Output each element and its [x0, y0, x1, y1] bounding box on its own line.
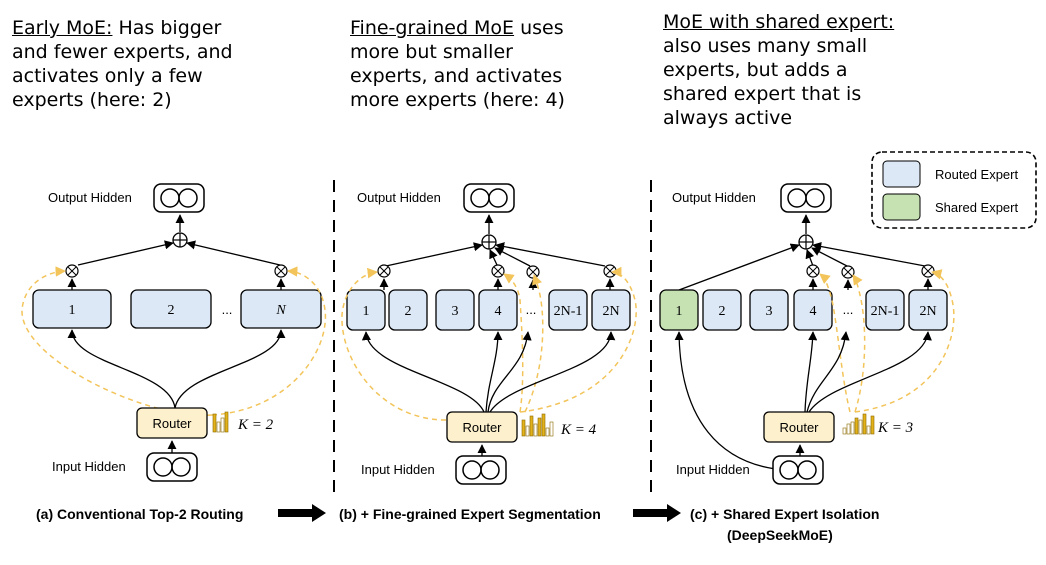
expert-ellipsis: ... [222, 302, 233, 317]
expert-box [435, 289, 475, 331]
expert-label: 4 [810, 304, 817, 319]
gate-node [841, 265, 855, 279]
expert-label: 2N-1 [871, 304, 900, 319]
output-hidden-label: Output Hidden [672, 190, 756, 205]
output-hidden-label: Output Hidden [357, 190, 441, 205]
expert-label: 1 [676, 304, 683, 319]
expert-box [865, 289, 905, 331]
gate-node [274, 264, 288, 278]
panel-b: Output Hidden 1 2 3 4 2N-1 2N ... Router K = … [341, 183, 637, 485]
expert-ellipsis: ... [843, 302, 854, 317]
k-label: K = 4 [560, 422, 597, 438]
expert-box [346, 289, 386, 331]
expert-box [908, 289, 948, 331]
expert-label: 2 [405, 304, 412, 319]
expert-label: 2N [919, 304, 936, 319]
expert-box [478, 289, 518, 331]
panel-a: Output Hidden 1 2 ... N [21, 183, 327, 482]
expert-label: 2 [168, 303, 175, 318]
expert-box [793, 289, 833, 331]
caption-b: (b) + Fine-grained Expert Segmentation [339, 506, 601, 522]
expert-box [32, 289, 112, 329]
expert-label: N [275, 303, 286, 318]
router-label: Router [152, 416, 192, 431]
gate-node [603, 264, 617, 278]
caption-c-sub: (DeepSeekMoE) [727, 527, 833, 543]
expert-label: 1 [69, 303, 76, 318]
expert-label: 2 [719, 304, 726, 319]
expert-box [749, 289, 789, 331]
expert-box [702, 289, 742, 331]
gate-node [491, 264, 505, 278]
expert-label: 3 [452, 304, 459, 319]
legend-routed-swatch [882, 160, 921, 188]
k-label: K = 2 [237, 417, 274, 433]
panel-c: Output Hidden 1 2 3 4 2N-1 2N ... Router K = … [659, 183, 955, 485]
annotation-c: MoE with shared expert: also uses many s… [663, 11, 895, 129]
gate-node [65, 264, 79, 278]
caption-c: (c) + Shared Expert Isolation [690, 506, 880, 522]
annotation-c-title: MoE with shared expert: [663, 11, 895, 33]
output-hidden-label: Output Hidden [48, 190, 132, 205]
expert-box [130, 289, 212, 329]
score-bars [842, 413, 875, 435]
annotation-b-title: Fine-grained MoE [350, 17, 515, 39]
expert-label: 1 [363, 304, 370, 319]
expert-ellipsis: ... [526, 302, 537, 317]
legend-routed-label: Routed Expert [935, 167, 1018, 182]
expert-label: 2N-1 [554, 304, 583, 319]
expert-box [388, 289, 428, 331]
caption-a: (a) Conventional Top-2 Routing [36, 506, 244, 522]
annotation-b: Fine-grained MoE uses more but smaller e… [350, 17, 565, 111]
score-bars [521, 413, 554, 437]
input-hidden-label: Input Hidden [361, 462, 435, 477]
score-bars [212, 411, 229, 433]
flow-arrow [633, 504, 681, 522]
expert-label: 3 [766, 304, 773, 319]
router-label: Router [462, 420, 502, 435]
expert-label: 2N [602, 304, 619, 319]
gate-node [526, 265, 540, 279]
annotation-a: Early MoE: Has bigger and fewer experts,… [12, 17, 233, 111]
flow-arrow [278, 504, 326, 522]
shared-expert-box [659, 289, 699, 331]
k-label: K = 3 [877, 420, 913, 436]
gate-node [806, 264, 820, 278]
router-box [446, 411, 518, 443]
router-label: Router [779, 420, 819, 435]
annotation-a-title: Early MoE: [12, 17, 113, 39]
legend-shared-label: Shared Expert [935, 200, 1018, 215]
input-hidden-label: Input Hidden [676, 462, 750, 477]
expert-label: 4 [495, 304, 502, 319]
input-hidden-label: Input Hidden [52, 459, 126, 474]
gate-node [921, 264, 935, 278]
router-box [136, 407, 208, 439]
expert-box [548, 289, 588, 331]
legend: Routed Expert Shared Expert [871, 151, 1037, 229]
expert-box [240, 289, 322, 329]
gate-node [377, 264, 391, 278]
router-box [763, 411, 835, 443]
expert-box [591, 289, 631, 331]
legend-shared-swatch [882, 193, 921, 221]
